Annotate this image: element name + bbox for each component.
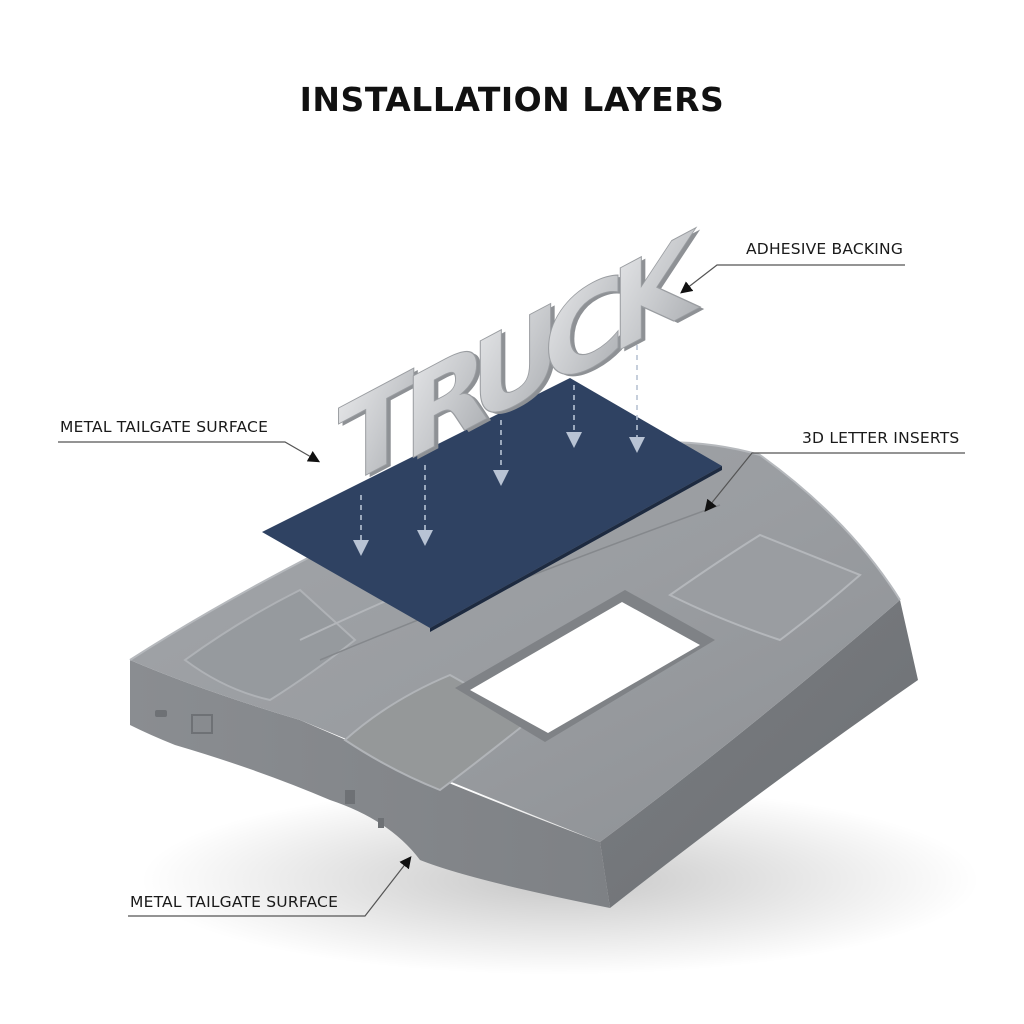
tailgate-panel (129, 441, 918, 908)
letter-K: K (610, 204, 701, 382)
leader-adhesive-backing (680, 264, 905, 294)
leader-metal-tailgate-bottom (128, 856, 412, 917)
leader-metal-tailgate-top (58, 441, 321, 463)
slot-1 (155, 710, 167, 717)
slot-2 (191, 714, 213, 734)
callout-metal-tailgate-surface-top: METAL TAILGATE SURFACE (60, 418, 269, 436)
leader-3d-letter-inserts (704, 452, 965, 512)
callout-adhesive-backing: ADHESIVE BACKING (746, 240, 904, 258)
adhesive-backing-sheet (262, 378, 722, 632)
diagram-title: INSTALLATION LAYERS (299, 80, 725, 119)
callout-metal-tailgate-surface-bottom: METAL TAILGATE SURFACE (130, 893, 339, 911)
callout-3d-letter-inserts: 3D LETTER INSERTS (802, 429, 960, 447)
callout-lines (58, 264, 965, 917)
notch-1 (345, 790, 355, 804)
placement-arrows (353, 345, 645, 556)
notch-2 (378, 818, 384, 828)
